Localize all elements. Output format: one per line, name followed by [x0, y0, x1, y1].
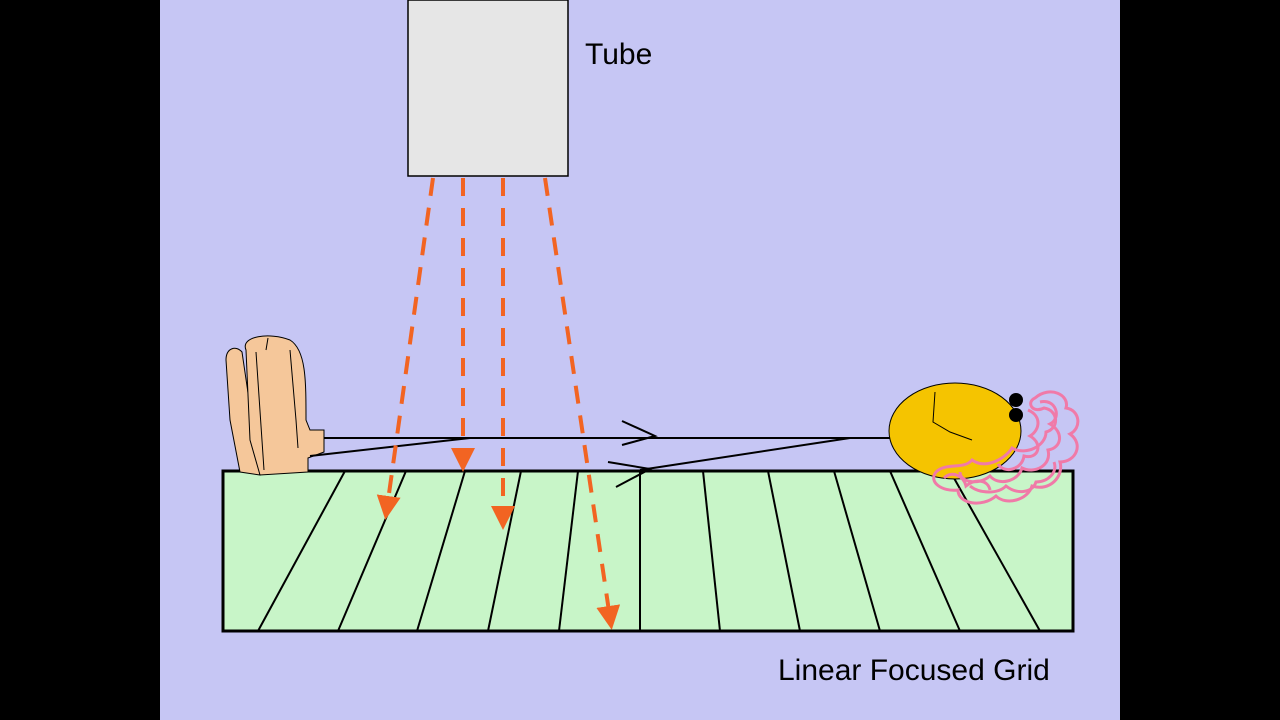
eye	[1009, 393, 1023, 407]
ray-arrowhead	[607, 461, 654, 488]
grid-strip	[833, 470, 881, 632]
grid-box	[221, 469, 1075, 633]
ray	[309, 437, 471, 457]
grid-strip	[416, 470, 466, 632]
grid-strip	[257, 470, 346, 632]
ray	[639, 437, 851, 471]
grid-strip	[949, 470, 1041, 632]
grid-strip	[889, 470, 961, 632]
tube-label: Tube	[585, 38, 653, 71]
tube-box	[407, 0, 569, 177]
linear-focused-grid	[221, 469, 1075, 633]
head-ear	[932, 391, 973, 441]
grid-label: Linear Focused Grid	[778, 654, 1050, 687]
grid-strip	[702, 470, 721, 632]
hair-scribble	[932, 390, 1080, 505]
chair-seam	[255, 337, 299, 471]
grid-diagram	[221, 0, 1080, 633]
grid-strip	[487, 470, 522, 632]
slide: Tube Linear Focused Grid	[160, 0, 1120, 720]
head	[888, 382, 1022, 480]
grid-strip	[767, 470, 801, 632]
scatter-rays	[309, 420, 890, 488]
patient-head-icon	[888, 382, 1080, 505]
chair-icon	[225, 335, 325, 476]
eye	[1009, 408, 1023, 422]
primary-beams	[376, 177, 621, 630]
ray-arrowhead	[621, 420, 658, 446]
beam	[376, 177, 435, 520]
beam	[543, 177, 621, 630]
grid-strip	[558, 470, 579, 632]
chair-body	[244, 335, 325, 476]
